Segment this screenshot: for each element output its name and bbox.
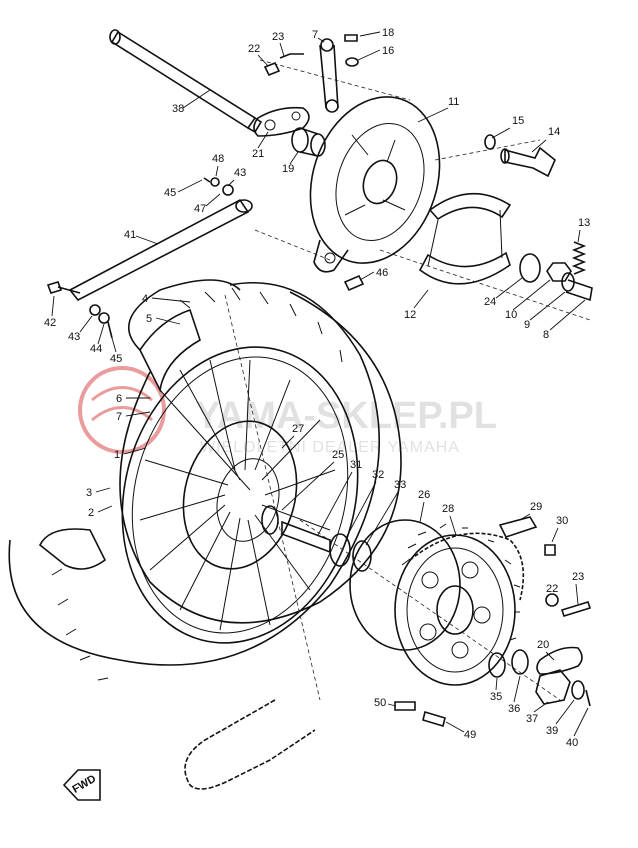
callout-32: 32 — [372, 469, 384, 481]
bolt-30 — [544, 544, 556, 556]
callout-7-left: 7 — [116, 411, 122, 423]
nut-16 — [345, 57, 359, 67]
tension-plate-29 — [498, 516, 538, 538]
callout-10: 10 — [505, 309, 517, 321]
tire-tread-pattern — [51, 287, 343, 681]
callout-43-left: 43 — [68, 331, 80, 343]
chain-adjuster-plate — [253, 106, 310, 137]
callout-50: 50 — [374, 697, 386, 709]
callout-28: 28 — [442, 503, 454, 515]
callout-1: 1 — [114, 449, 120, 461]
callout-24: 24 — [484, 296, 496, 308]
callout-23-top: 23 — [272, 31, 284, 43]
brake-tension-bar — [68, 198, 253, 302]
bolt-18 — [344, 34, 358, 42]
callout-40: 40 — [566, 737, 578, 749]
callout-labels: 38 21 19 22 23 7 18 16 11 15 14 13 12 24… — [44, 27, 590, 749]
callout-23-right: 23 — [572, 571, 584, 583]
callout-48: 48 — [212, 153, 224, 165]
watermark: YAMA-SKLEP.PL WIELOLETNI DEALER YAMAHA — [78, 366, 497, 456]
brake-shoe-plate — [309, 96, 441, 273]
callout-33: 33 — [394, 479, 406, 491]
hub-seal-25 — [261, 505, 279, 535]
return-spring — [571, 241, 587, 275]
bolt-42 — [46, 281, 81, 294]
callout-45-top: 45 — [164, 187, 176, 199]
bolt-22-top — [263, 61, 281, 77]
callout-46: 46 — [376, 267, 388, 279]
washers-43-47-48-upper — [203, 177, 234, 196]
axle-nut-assembly — [535, 669, 591, 707]
wheel-rim — [121, 346, 359, 644]
callout-19: 19 — [282, 163, 294, 175]
forward-direction-arrow: FWD — [62, 769, 101, 801]
watermark-subtitle: WIELOLETNI DEALER YAMAHA — [200, 439, 460, 456]
callout-38: 38 — [172, 103, 184, 115]
watermark-logo-icon — [78, 366, 166, 454]
callout-4: 4 — [142, 293, 148, 305]
brake-shaft-parts — [519, 253, 593, 302]
callout-3: 3 — [86, 487, 92, 499]
callout-14: 14 — [548, 126, 560, 138]
chain-joint-50-49 — [394, 701, 446, 728]
callout-35: 35 — [490, 691, 502, 703]
nut-22-right — [545, 593, 559, 607]
callout-18: 18 — [382, 27, 394, 39]
callout-43-top: 43 — [234, 167, 246, 179]
callout-27: 27 — [292, 423, 304, 435]
mudguard-5 — [139, 308, 201, 393]
callout-8: 8 — [543, 329, 549, 341]
bolt-46 — [343, 274, 365, 292]
callout-5: 5 — [146, 313, 152, 325]
callout-29: 29 — [530, 501, 542, 513]
callout-26: 26 — [418, 489, 430, 501]
callout-37: 37 — [526, 713, 538, 725]
callout-30: 30 — [556, 515, 568, 527]
axle-collar — [291, 127, 326, 157]
callout-16: 16 — [382, 45, 394, 57]
washers-43-44-45-left — [89, 304, 113, 339]
callout-22-right: 22 — [546, 583, 558, 595]
callout-2: 2 — [88, 507, 94, 519]
oil-seal-33 — [352, 540, 372, 572]
rear-axle — [109, 29, 263, 134]
callout-6: 6 — [116, 393, 122, 405]
callout-11: 11 — [448, 96, 459, 108]
adjuster-plate-20 — [536, 646, 583, 675]
callout-12: 12 — [404, 309, 416, 321]
callout-44: 44 — [90, 343, 102, 355]
washer-15 — [484, 134, 496, 150]
callout-15: 15 — [512, 115, 524, 127]
torque-link — [319, 38, 339, 113]
callout-20: 20 — [537, 639, 549, 651]
assembly-guide-lines — [224, 59, 591, 701]
rear-sprocket — [394, 523, 521, 686]
callout-49: 49 — [464, 729, 476, 741]
brake-shoes — [418, 192, 512, 285]
callout-45-left: 45 — [110, 353, 122, 365]
callout-31: 31 — [350, 459, 362, 471]
bearing-32 — [329, 533, 351, 567]
callout-39: 39 — [546, 725, 558, 737]
callout-9: 9 — [524, 319, 530, 331]
callout-22-top: 22 — [248, 43, 260, 55]
callout-36: 36 — [508, 703, 520, 715]
callout-7-top: 7 — [312, 29, 318, 41]
fwd-label: FWD — [70, 773, 98, 796]
callout-25: 25 — [332, 449, 344, 461]
callout-41: 41 — [124, 229, 136, 241]
callout-13: 13 — [578, 217, 590, 229]
callout-47: 47 — [194, 203, 206, 215]
wheel-hub — [182, 420, 298, 570]
watermark-title: YAMA-SKLEP.PL — [195, 395, 497, 437]
brake-camshaft — [500, 146, 556, 178]
callout-21: 21 — [252, 148, 264, 160]
bolt-23-right — [560, 601, 592, 617]
bolt-23-top — [279, 53, 304, 59]
drive-chain-upper — [409, 532, 525, 601]
callout-42: 42 — [44, 317, 56, 329]
drive-chain-lower — [184, 699, 316, 790]
axle-spacer-35-36 — [488, 649, 529, 678]
